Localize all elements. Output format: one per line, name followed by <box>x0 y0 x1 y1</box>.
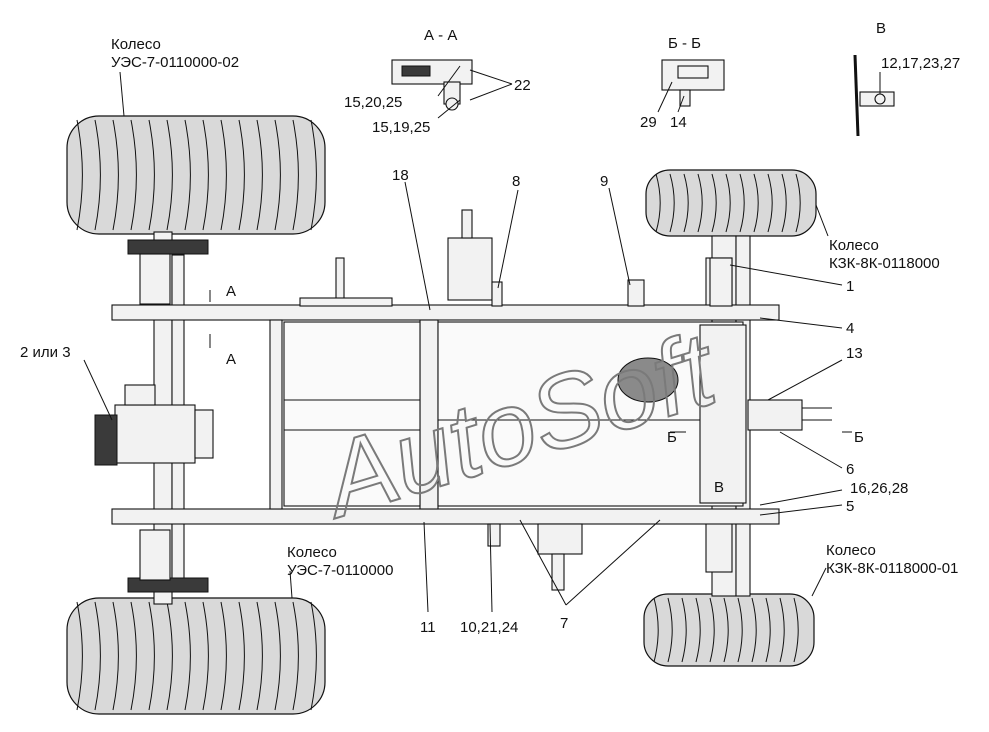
section-mark-a-bottom: А <box>226 351 236 368</box>
tread-line <box>681 597 687 663</box>
wheel-top-left-code: УЭС-7-0110000-02 <box>111 54 239 71</box>
wheel-top-right-code: КЗК-8К-0118000 <box>829 255 940 272</box>
detail-section-bb <box>661 59 725 107</box>
view-v-title: В <box>876 20 886 37</box>
wheel-bottom-left-code: УЭС-7-0110000 <box>287 562 393 579</box>
tread-line <box>723 597 729 663</box>
tread-line <box>737 597 743 663</box>
label-aa-15-20-25: 15,20,25 <box>344 94 402 111</box>
tread-line <box>751 597 757 663</box>
tread-line <box>310 119 317 231</box>
label-part-4: 4 <box>846 320 854 337</box>
label-bb-29: 29 <box>640 114 657 131</box>
gearbox-assembly <box>94 384 214 466</box>
tread-line <box>202 119 209 231</box>
tread-line <box>94 601 101 711</box>
tread-line <box>725 173 731 233</box>
tread-line <box>238 119 245 231</box>
tread-line <box>112 601 119 711</box>
tread-line <box>781 173 787 233</box>
tread-line <box>220 601 227 711</box>
label-part-6: 6 <box>846 461 854 478</box>
tread-line <box>274 119 281 231</box>
tread-line <box>655 173 661 233</box>
label-v-12-17-23-27: 12,17,23,27 <box>881 55 960 72</box>
tread-line <box>653 597 659 663</box>
tread-line <box>256 601 263 711</box>
label-part-9: 9 <box>600 173 608 190</box>
tread-line <box>795 173 801 233</box>
wheel-bottom-right <box>643 593 815 667</box>
tread-line <box>238 601 245 711</box>
tread-line <box>166 119 173 231</box>
tread-line <box>711 173 717 233</box>
tread-line <box>112 119 119 231</box>
tread-line <box>667 597 673 663</box>
tread-line <box>697 173 703 233</box>
label-part-18: 18 <box>392 167 409 184</box>
tread-line <box>779 597 785 663</box>
labels: Колесо УЭС-7-0110000-02 Колесо УЭС-7-011… <box>20 20 960 636</box>
tread-line <box>184 119 191 231</box>
detail-view-v <box>853 54 895 137</box>
tread-line <box>753 173 759 233</box>
tread-line <box>765 597 771 663</box>
label-part-5: 5 <box>846 498 854 515</box>
tread-line <box>130 601 137 711</box>
tread-line <box>274 601 281 711</box>
wheel-top-right <box>645 169 817 237</box>
tread-line <box>94 119 101 231</box>
tread-line <box>292 601 299 711</box>
tread-line <box>310 601 317 711</box>
wheel-bottom-right-code: КЗК-8К-0118000-01 <box>826 560 958 577</box>
section-mark-b-left: Б <box>667 429 677 446</box>
section-mark-a-top: А <box>226 283 236 300</box>
wheel-bottom-left-title: Колесо <box>287 544 337 561</box>
view-v-marker: В <box>714 479 724 496</box>
wheel-top-right-title: Колесо <box>829 237 879 254</box>
tread-line <box>256 119 263 231</box>
tread-line <box>202 601 209 711</box>
section-aa-title: А - А <box>424 27 457 44</box>
wheel-bottom-left <box>66 597 326 715</box>
detail-section-aa <box>391 59 473 111</box>
tread-line <box>184 601 191 711</box>
wheel-bottom-right-title: Колесо <box>826 542 876 559</box>
leader-lines <box>83 65 881 613</box>
tread-line <box>76 119 83 231</box>
wheel-top-left-title: Колесо <box>111 36 161 53</box>
frame <box>111 304 780 525</box>
tread-line <box>148 601 155 711</box>
tread-line <box>709 597 715 663</box>
label-aa-22: 22 <box>514 77 531 94</box>
tread-line <box>148 119 155 231</box>
tread-line <box>76 601 83 711</box>
section-bb-title: Б - Б <box>668 35 701 52</box>
tread-line <box>166 601 173 711</box>
tread-line <box>793 597 799 663</box>
tread-line <box>739 173 745 233</box>
label-part-11: 11 <box>420 619 436 636</box>
section-mark-b-right: Б <box>854 429 864 446</box>
tread-line <box>292 119 299 231</box>
tread-line <box>669 173 675 233</box>
label-part-13: 13 <box>846 345 863 362</box>
wheel-top-left <box>66 115 326 235</box>
label-part-7: 7 <box>560 615 568 632</box>
label-part-8: 8 <box>512 173 520 190</box>
frame-fittings <box>299 209 832 591</box>
tread-line <box>695 597 701 663</box>
label-part-10-21-24: 10,21,24 <box>460 619 518 636</box>
label-bb-14: 14 <box>670 114 687 131</box>
label-part-1: 1 <box>846 278 854 295</box>
tread-line <box>767 173 773 233</box>
tread-line <box>683 173 689 233</box>
tread-line <box>130 119 137 231</box>
label-part-2-or-3: 2 или 3 <box>20 344 71 361</box>
label-aa-15-19-25: 15,19,25 <box>372 119 430 136</box>
tread-line <box>220 119 227 231</box>
label-part-16-26-28: 16,26,28 <box>850 480 908 497</box>
